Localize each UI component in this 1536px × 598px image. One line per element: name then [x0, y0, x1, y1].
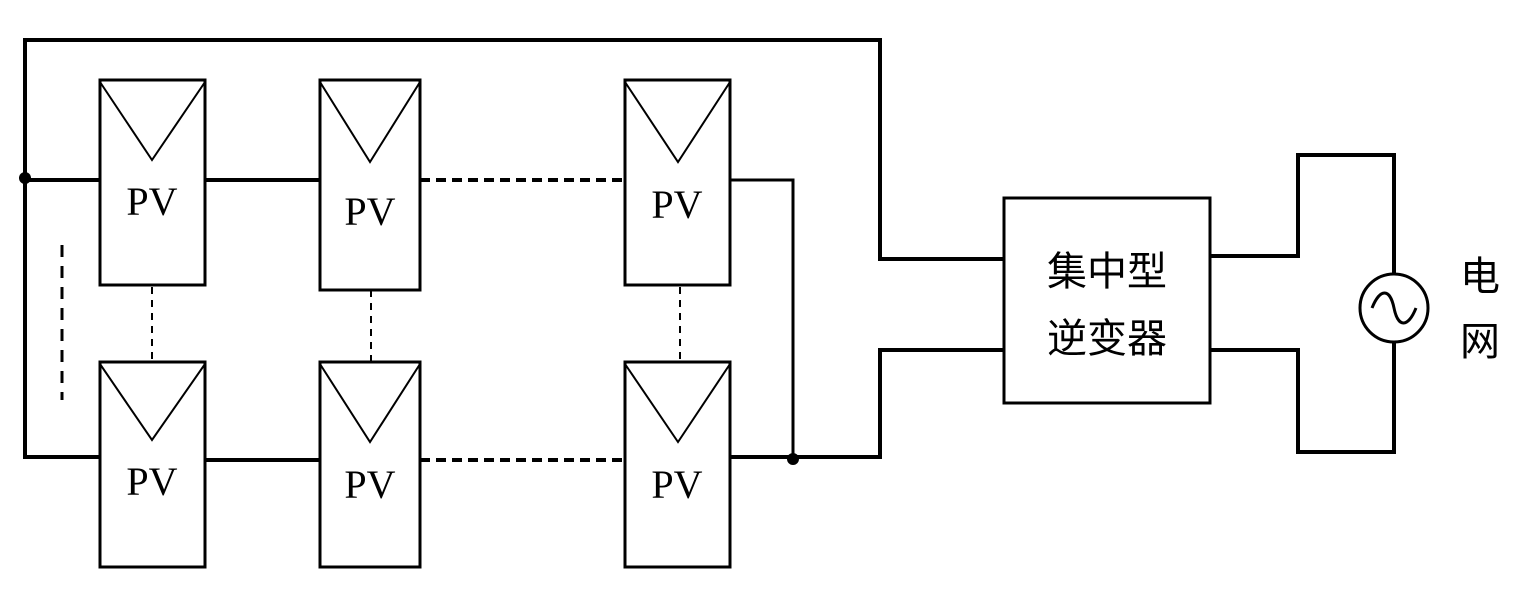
- pv-label: PV: [344, 189, 395, 234]
- junction-dot-right: [787, 453, 799, 465]
- pv-module: PV: [623, 78, 732, 287]
- pv-module: PV: [623, 360, 732, 569]
- pv-module-frame: [98, 360, 207, 569]
- top-return-wire: [23, 38, 1006, 261]
- pv-module-frame: [623, 78, 732, 287]
- pv-panel-icon: [624, 81, 731, 164]
- pv-module: PV: [98, 78, 207, 287]
- top-row-right-wire: [730, 178, 795, 457]
- grid-source: 电 网: [1358, 254, 1500, 365]
- pv-label: PV: [126, 459, 177, 504]
- pv-label: PV: [651, 182, 702, 227]
- grid-label-line2: 网: [1460, 319, 1500, 365]
- pv-panel-icon: [319, 81, 421, 164]
- pv-module-frame: [623, 360, 732, 569]
- central-inverter: 集中型 逆变器: [1002, 196, 1212, 405]
- pv-panel-icon: [624, 363, 731, 444]
- pv-module: PV: [318, 360, 422, 569]
- grid-wire-upper: [1208, 153, 1396, 277]
- pv-panel-icon: [99, 81, 206, 162]
- pv-module-frame: [318, 360, 422, 569]
- pv-label: PV: [344, 462, 395, 507]
- wiring: [19, 38, 1396, 465]
- junction-dot-left: [19, 172, 31, 184]
- grid-label-line1: 电: [1460, 254, 1500, 300]
- sine-wave-icon: [1370, 291, 1418, 325]
- pv-label: PV: [126, 179, 177, 224]
- grid-wire-lower: [1208, 340, 1396, 454]
- bottom-feed-wire: [791, 348, 1006, 459]
- pv-module: PV: [98, 360, 207, 569]
- pv-module-frame: [318, 78, 422, 292]
- pv-module-frame: [98, 78, 207, 287]
- inverter-label-line1: 集中型: [1047, 249, 1167, 295]
- pv-label: PV: [651, 462, 702, 507]
- inverter-box: [1002, 196, 1212, 405]
- pv-panel-icon: [99, 363, 206, 442]
- pv-panel-icon: [319, 363, 421, 444]
- inverter-label-line2: 逆变器: [1047, 316, 1167, 362]
- pv-module: PV: [318, 78, 422, 292]
